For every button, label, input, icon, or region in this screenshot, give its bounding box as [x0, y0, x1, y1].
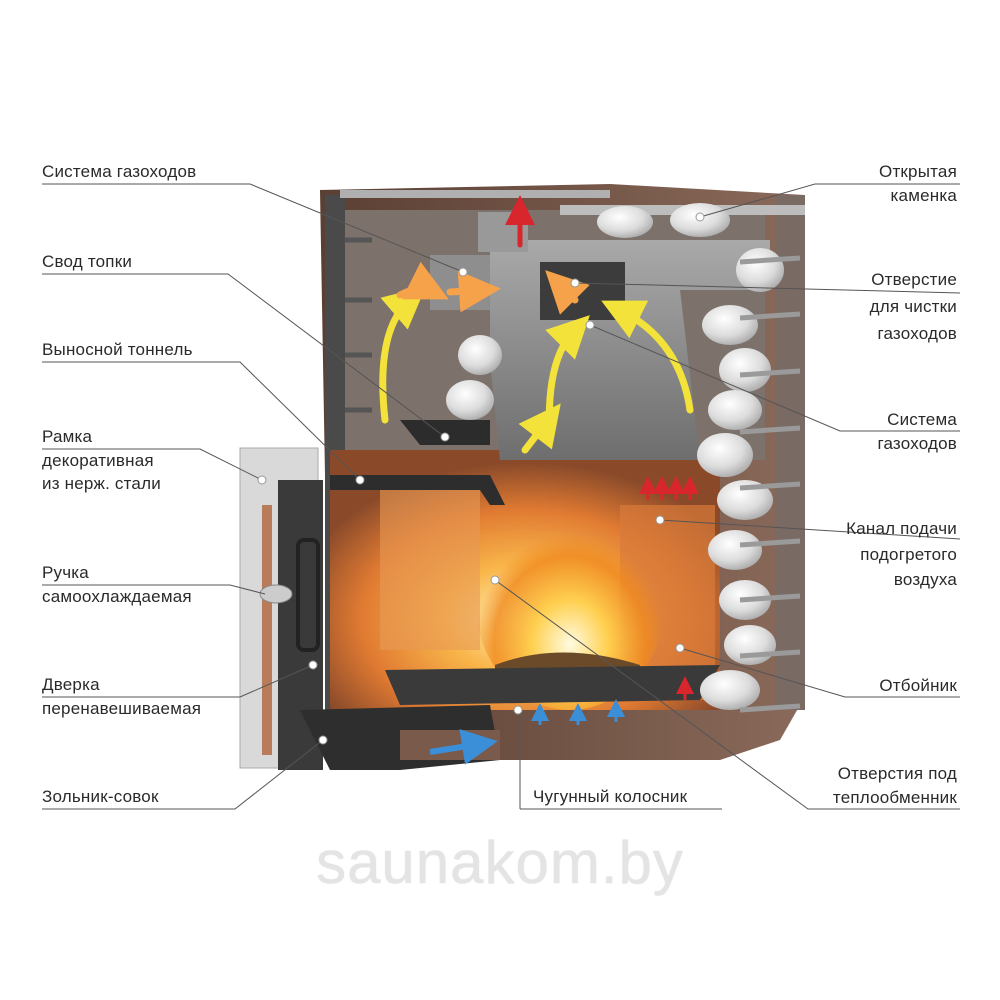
label-gas-duct-system: Система газоходов — [42, 162, 197, 181]
watermark: saunakom.by — [316, 829, 684, 896]
left-shelves — [345, 237, 372, 413]
fire — [475, 490, 665, 710]
grate — [385, 665, 720, 705]
label-firebox-vault: Свод топки — [42, 252, 133, 271]
leader-lines — [42, 183, 961, 810]
label-remote-tunnel: Выносной тоннель — [42, 340, 193, 359]
flow-arrows — [379, 195, 694, 454]
label-ash-pan: Зольник-совок — [42, 787, 159, 806]
label-cast-iron-grate: Чугунный колосник — [533, 787, 688, 806]
stone-shelves — [739, 255, 801, 713]
tunnel — [330, 475, 505, 505]
handle — [259, 584, 293, 604]
label-deflector: Отбойник — [879, 676, 957, 695]
callout-dots — [257, 212, 705, 745]
stones — [446, 203, 784, 710]
air-arrows — [429, 476, 699, 765]
